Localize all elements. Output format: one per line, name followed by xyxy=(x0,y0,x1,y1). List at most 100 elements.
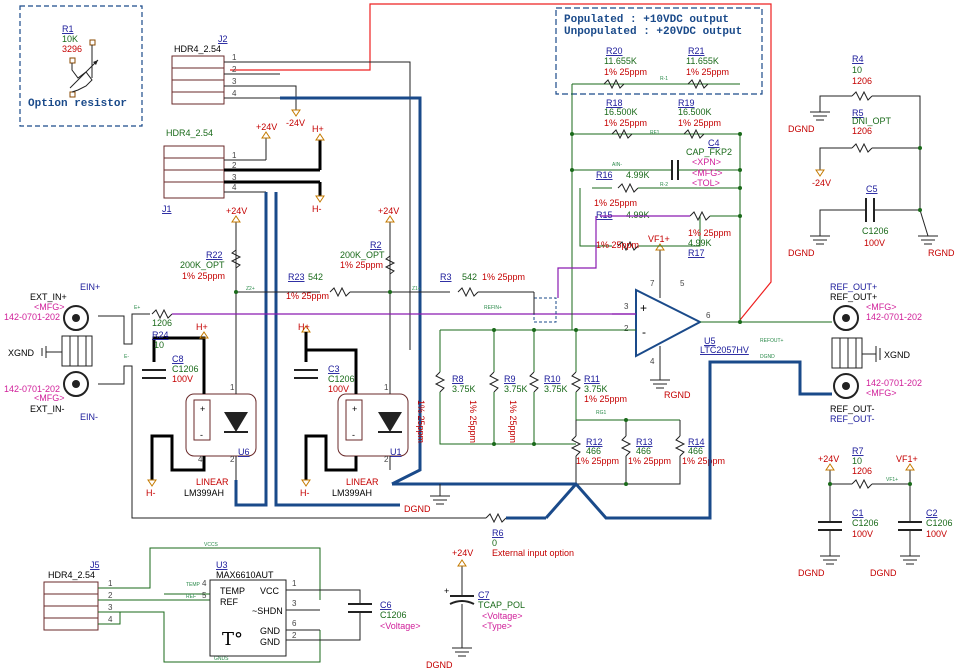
svg-text:-24V: -24V xyxy=(812,178,831,188)
j2-value: HDR4_2.54 xyxy=(174,44,221,54)
svg-text:100V: 100V xyxy=(172,374,193,384)
svg-text:R19: R19 xyxy=(678,98,695,108)
svg-text:H-: H- xyxy=(300,488,310,498)
svg-text:6: 6 xyxy=(292,619,297,628)
svg-text:1% 25ppm: 1% 25ppm xyxy=(678,118,721,128)
svg-text:DGND: DGND xyxy=(760,354,775,360)
svg-text:R6: R6 xyxy=(492,528,504,538)
svg-text:16.500K: 16.500K xyxy=(604,107,638,117)
svg-text:H-: H- xyxy=(312,204,322,214)
svg-text:-: - xyxy=(352,430,355,440)
svg-text:1% 25ppm: 1% 25ppm xyxy=(594,198,637,208)
svg-text:C6: C6 xyxy=(380,600,392,610)
svg-text:R-2: R-2 xyxy=(660,182,668,188)
svg-text:HDR4_2.54: HDR4_2.54 xyxy=(48,570,95,580)
svg-text:H+: H+ xyxy=(298,322,310,332)
svg-text:1: 1 xyxy=(232,151,237,160)
option-resistor-box: R1 10K 3296 Option resistor xyxy=(19,5,143,127)
svg-text:1% 25ppm: 1% 25ppm xyxy=(508,400,518,443)
svg-text:DGND: DGND xyxy=(788,248,815,258)
svg-text:R-1: R-1 xyxy=(660,76,668,82)
svg-text:E+: E+ xyxy=(134,305,140,311)
svg-text:EXT_IN-: EXT_IN- xyxy=(30,404,65,414)
minus24-label: -24V xyxy=(286,118,305,128)
wire-j1-4-bus xyxy=(234,192,268,507)
svg-text:R22: R22 xyxy=(206,250,223,260)
svg-text:VF1+: VF1+ xyxy=(648,234,670,244)
svg-text:C1206: C1206 xyxy=(862,226,889,236)
svg-text:DGND: DGND xyxy=(788,124,815,134)
svg-text:+: + xyxy=(200,404,205,414)
svg-text:R18: R18 xyxy=(606,98,623,108)
svg-text:REFIN+: REFIN+ xyxy=(484,305,502,311)
svg-text:U3: U3 xyxy=(216,560,228,570)
svg-text:<MFG>: <MFG> xyxy=(692,168,723,178)
ref-out-plus-connector: REF_OUT+ REF_OUT+ <MFG> 142-0701-202 xyxy=(830,282,922,331)
svg-text:142-0701-202: 142-0701-202 xyxy=(866,378,922,388)
svg-text:1206: 1206 xyxy=(852,76,872,86)
svg-text:7: 7 xyxy=(650,279,655,288)
svg-text:TCAP_POL: TCAP_POL xyxy=(478,600,525,610)
svg-text:DGND: DGND xyxy=(798,568,825,578)
svg-text:1% 25ppm: 1% 25ppm xyxy=(604,118,647,128)
svg-text:2: 2 xyxy=(624,324,629,333)
svg-text:1: 1 xyxy=(292,579,297,588)
svg-text:<XPN>: <XPN> xyxy=(692,157,721,167)
svg-text:VCCS: VCCS xyxy=(204,542,219,548)
svg-text:J5: J5 xyxy=(90,560,100,570)
svg-text:<Voltage>: <Voltage> xyxy=(482,611,523,621)
svg-text:10: 10 xyxy=(852,456,862,466)
svg-text:1% 25ppm: 1% 25ppm xyxy=(416,400,426,443)
svg-text:GND: GND xyxy=(260,637,281,647)
svg-text:REF_OUT+: REF_OUT+ xyxy=(830,282,877,292)
svg-text:200K_OPT: 200K_OPT xyxy=(180,260,225,270)
svg-text:E-: E- xyxy=(124,354,129,360)
svg-text:R10: R10 xyxy=(544,374,561,384)
header-j2: J2 HDR4_2.54 1 2 3 4 xyxy=(171,34,280,105)
svg-text:C4: C4 xyxy=(708,138,720,148)
svg-text:DGND: DGND xyxy=(870,568,897,578)
svg-text:EIN+: EIN+ xyxy=(80,282,100,292)
svg-text:4: 4 xyxy=(650,357,655,366)
svg-text:+24V: +24V xyxy=(226,206,247,216)
svg-text:2: 2 xyxy=(232,65,237,74)
temp-sensor-u3: U3 MAX6610AUT TEMP REF VCC ~SHDN GND GND… xyxy=(202,560,297,657)
svg-text:3.75K: 3.75K xyxy=(452,384,476,394)
svg-text:+: + xyxy=(352,404,357,414)
svg-text:LINEAR: LINEAR xyxy=(346,477,379,487)
svg-text:1% 25ppm: 1% 25ppm xyxy=(182,271,225,281)
svg-text:1% 25ppm: 1% 25ppm xyxy=(688,228,731,238)
note-line-1: Populated : +10VDC output xyxy=(564,14,729,26)
svg-text:2: 2 xyxy=(232,161,237,170)
wire-j2-4-bus xyxy=(280,96,422,486)
trimpot-icon xyxy=(69,39,99,98)
svg-text:<Voltage>: <Voltage> xyxy=(380,621,421,631)
svg-text:VF1+: VF1+ xyxy=(896,454,918,464)
svg-text:2: 2 xyxy=(292,631,297,640)
svg-text:GND: GND xyxy=(260,626,281,636)
svg-text:VCC: VCC xyxy=(260,586,280,596)
svg-text:3: 3 xyxy=(292,599,297,608)
svg-text:RGND: RGND xyxy=(664,390,691,400)
svg-text:1% 25ppm: 1% 25ppm xyxy=(604,67,647,77)
note-line-2: Unpopulated : +20VDC output xyxy=(564,26,742,38)
svg-text:1% 25ppm: 1% 25ppm xyxy=(576,456,619,466)
zener-u6: + - U6 1 2 4 xyxy=(185,383,257,464)
j2-ref: J2 xyxy=(218,34,228,44)
plus24-flag-icon xyxy=(261,131,271,139)
svg-text:+: + xyxy=(444,586,449,596)
svg-text:DGND: DGND xyxy=(426,660,453,670)
svg-text:LM399AH: LM399AH xyxy=(332,488,372,498)
svg-text:LTC2057HV: LTC2057HV xyxy=(700,345,749,355)
svg-text:DNI_OPT: DNI_OPT xyxy=(852,116,892,126)
svg-text:R5: R5 xyxy=(852,108,864,118)
svg-text:REF_OUT+: REF_OUT+ xyxy=(830,292,877,302)
svg-text:R3: R3 xyxy=(440,272,452,282)
svg-text:11.655K: 11.655K xyxy=(686,56,719,66)
svg-text:GNDS: GNDS xyxy=(214,656,229,662)
svg-text:<MFG>: <MFG> xyxy=(34,302,65,312)
svg-text:5: 5 xyxy=(680,279,685,288)
svg-text:C1: C1 xyxy=(852,508,864,518)
svg-text:C7: C7 xyxy=(478,590,490,600)
